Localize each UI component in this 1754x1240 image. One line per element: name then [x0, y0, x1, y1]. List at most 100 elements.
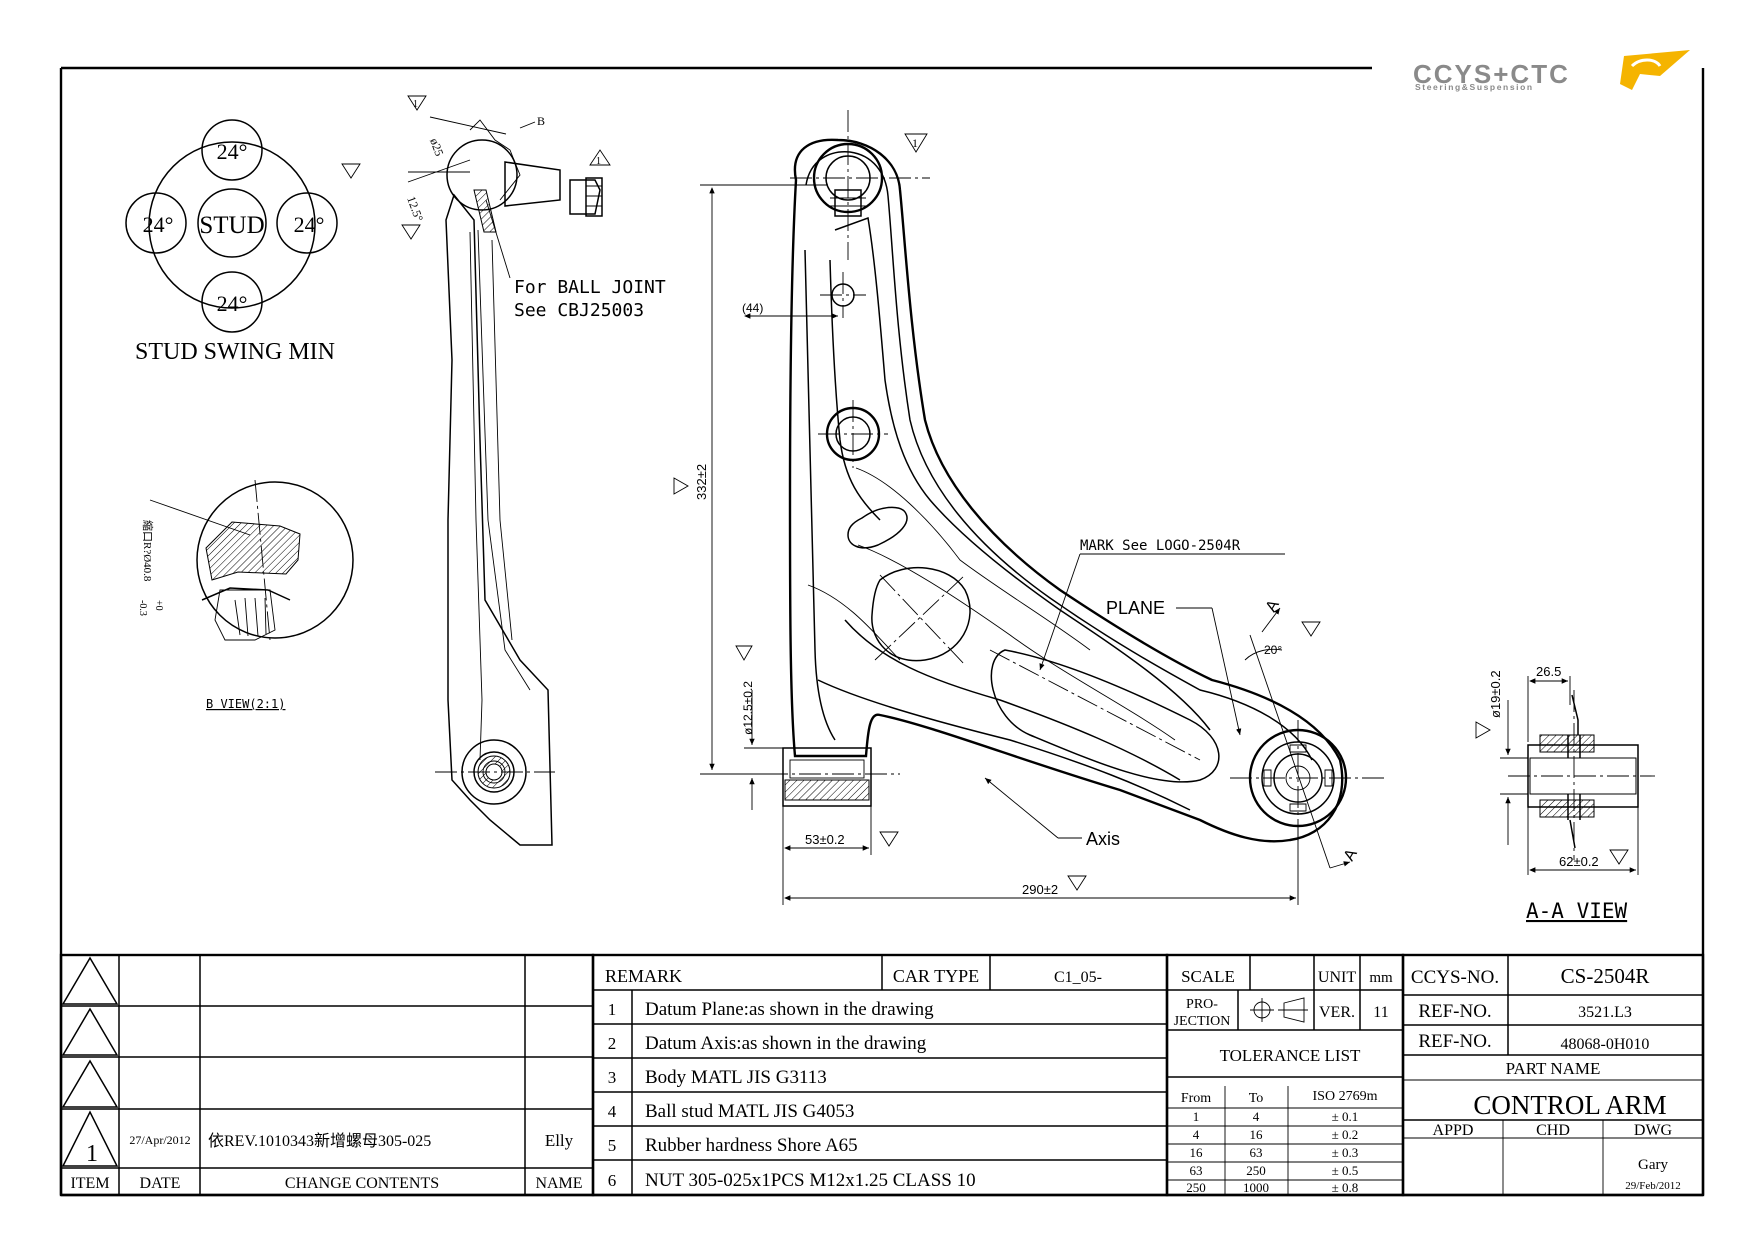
remark-text-4: Ball stud MATL JIS G4053 [645, 1101, 854, 1122]
scale-tolerance-block: SCALE UNIT mm PRO- JECTION VER. 11 TOLER… [1165, 953, 1405, 1197]
tol-cell: ± 0.5 [1332, 1163, 1359, 1178]
tol-cell: 16 [1250, 1127, 1264, 1142]
dim-53: 53±0.2 [805, 832, 845, 847]
ref-no-value-1: 3521.L3 [1578, 1004, 1632, 1021]
remark-text-2: Datum Axis:as shown in the drawing [645, 1033, 927, 1054]
part-name-label: PART NAME [1506, 1059, 1601, 1078]
chd-label: CHD [1536, 1122, 1570, 1139]
tol-cell: 1 [1193, 1109, 1200, 1124]
dim-26-5: 26.5 [1536, 664, 1561, 679]
swing-top: 24° [217, 139, 248, 164]
revision-table: 1 27/Apr/2012 依REV.1010343新增螺母305-025 El… [59, 953, 595, 1197]
dim-44: (44) [742, 301, 763, 315]
rev-contents: 依REV.1010343新增螺母305-025 [208, 1132, 431, 1150]
rev-date: 27/Apr/2012 [129, 1133, 190, 1147]
title-block: CCYS-NO. CS-2504R REF-NO. 3521.L3 REF-NO… [1401, 953, 1705, 1197]
dim-290: 290±2 [1022, 882, 1058, 897]
unit-value: mm [1369, 970, 1393, 986]
detail-ref-b: B [537, 114, 545, 128]
part-name-value: CONTROL ARM [1473, 1090, 1666, 1120]
remark-text-6: NUT 305-025x1PCS M12x1.25 CLASS 10 [645, 1170, 976, 1191]
appd-label: APPD [1433, 1122, 1474, 1139]
ball-joint-note-1: For BALL JOINT [514, 277, 666, 298]
tol-cell: 63 [1190, 1163, 1203, 1178]
projection-symbol-icon [1250, 997, 1308, 1023]
remark-text-1: Datum Plane:as shown in the drawing [645, 999, 934, 1020]
car-type-value: C1_05- [1054, 969, 1102, 986]
stud-label: STUD [199, 212, 264, 239]
datum-number: 1 [413, 99, 418, 110]
tolerance-title: TOLERANCE LIST [1220, 1046, 1361, 1065]
tol-header-from: From [1181, 1091, 1211, 1106]
ball-joint-note-2: See CBJ25003 [514, 300, 644, 321]
remark-no-6: 6 [608, 1171, 617, 1190]
ref-no-value-2: 48068-0H010 [1561, 1036, 1650, 1053]
remark-no-3: 3 [608, 1068, 617, 1087]
side-dia-dim: ø25 [427, 136, 446, 158]
remark-text-5: Rubber hardness Shore A65 [645, 1135, 858, 1156]
remark-no-5: 5 [608, 1136, 617, 1155]
header-contents: CHANGE CONTENTS [285, 1175, 439, 1192]
remark-no-4: 4 [608, 1102, 617, 1121]
mark-note: MARK See LOGO-2504R [1080, 538, 1241, 554]
dim-62: 62±0.2 [1559, 854, 1599, 869]
ver-value: 11 [1373, 1004, 1388, 1021]
tol-cell: 250 [1246, 1163, 1266, 1178]
side-view: 1 1 ø25 12.5° B For BALL JOINT See CBJ25… [401, 95, 666, 846]
main-view: 1 332±2 [673, 110, 1385, 905]
section-letter-top: A [1263, 597, 1283, 615]
datum-triangle-icon [341, 163, 361, 179]
projection-label-2: JECTION [1174, 1014, 1231, 1029]
tol-cell: 16 [1190, 1145, 1204, 1160]
scale-label: SCALE [1181, 967, 1235, 986]
b-view-tol-upper: +0 [153, 600, 164, 611]
tol-cell: 63 [1250, 1145, 1263, 1160]
b-view-tol-lower: -0.3 [137, 600, 148, 616]
swing-bottom: 24° [217, 291, 248, 316]
a-a-view: 26.5 ø19±0.2 62±0.2 A-A VIEW [1475, 664, 1655, 923]
remark-text-3: Body MATL JIS G3113 [645, 1067, 827, 1088]
stud-swing-diagram: STUD 24° 24° 24° 24° STUD SWING MIN [125, 119, 338, 365]
header-name: NAME [535, 1175, 582, 1192]
datum-number-2: 1 [596, 156, 601, 167]
ref-no-label-2: REF-NO. [1418, 1031, 1491, 1052]
header-item: ITEM [70, 1175, 109, 1192]
stud-swing-caption: STUD SWING MIN [135, 339, 335, 365]
remark-no-2: 2 [608, 1034, 617, 1053]
tol-header-iso: ISO 2769m [1313, 1089, 1378, 1104]
ref-no-label-1: REF-NO. [1418, 1001, 1491, 1022]
tol-cell: ± 0.3 [1332, 1145, 1359, 1160]
dwg-label: DWG [1634, 1122, 1673, 1139]
datum-number-3: 1 [912, 136, 918, 150]
b-view-dim: 縮口R?Ø40.8 [141, 520, 155, 582]
logo-brand-text: CCYS+CTC [1413, 59, 1570, 89]
swing-left: 24° [143, 212, 174, 237]
projection-label-1: PRO- [1186, 997, 1218, 1012]
rev-number: 1 [86, 1141, 98, 1167]
tol-cell: 4 [1253, 1109, 1260, 1124]
b-view-detail: 縮口R?Ø40.8 +0 -0.3 B VIEW(2:1) [137, 479, 354, 711]
angle-20: 20° [1264, 643, 1282, 657]
axis-label: Axis [1086, 829, 1120, 849]
tol-cell: ± 0.8 [1332, 1180, 1359, 1195]
remark-no-1: 1 [608, 1000, 617, 1019]
dim-12-5: ø12.5±0.2 [741, 681, 755, 735]
remarks-table: REMARK CAR TYPE C1_05- 1 Datum Plane:as … [591, 953, 1169, 1197]
drawer-name: Gary [1638, 1157, 1668, 1173]
rev-name: Elly [545, 1131, 574, 1150]
unit-label: UNIT [1318, 969, 1356, 986]
logo-swoosh-icon [1620, 50, 1690, 90]
remark-title: REMARK [605, 966, 682, 986]
tol-cell: 4 [1193, 1127, 1200, 1142]
plane-label: PLANE [1106, 598, 1165, 618]
section-letter-bottom: A [1341, 846, 1361, 864]
a-a-view-caption: A-A VIEW [1526, 899, 1628, 923]
dim-332: 332±2 [694, 464, 709, 500]
company-logo: CCYS+CTC Steering&Suspension [1413, 50, 1690, 92]
b-view-caption: B VIEW(2:1) [206, 697, 285, 711]
tol-cell: ± 0.1 [1332, 1109, 1359, 1124]
car-type-label: CAR TYPE [893, 966, 979, 986]
ccys-no-label: CCYS-NO. [1411, 967, 1499, 988]
tol-cell: 1000 [1243, 1180, 1269, 1195]
